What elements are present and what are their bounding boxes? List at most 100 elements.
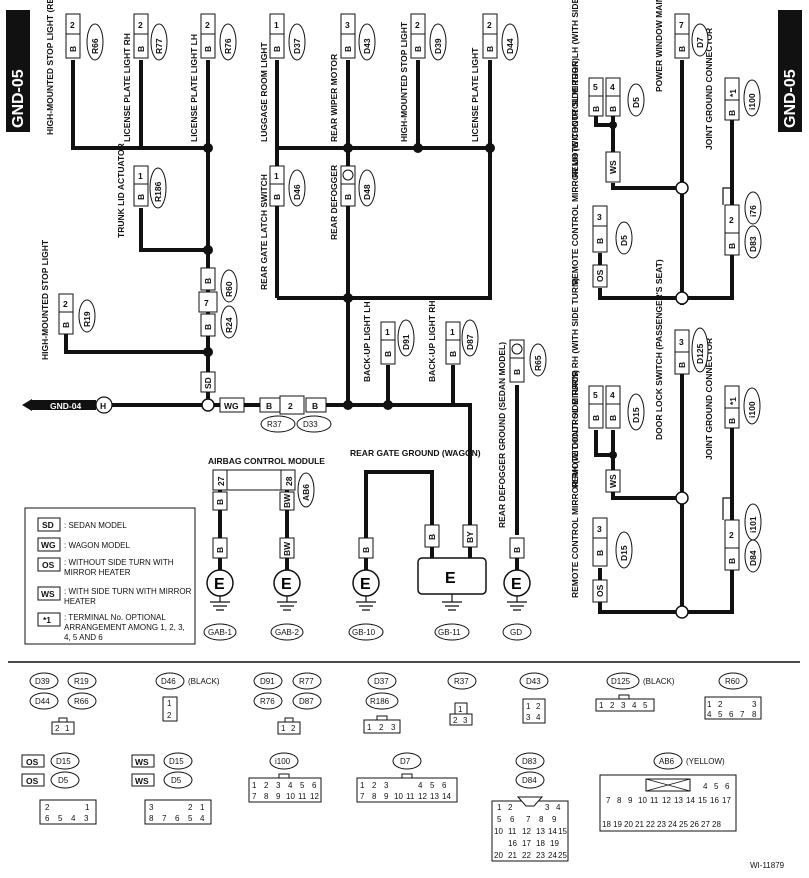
cv8-tag0: OS bbox=[26, 757, 39, 767]
cv12-id0: D83 bbox=[522, 757, 537, 766]
cv11-p5: 6 bbox=[442, 781, 447, 790]
tag-sd: SD bbox=[203, 377, 213, 389]
cv11-p6: 7 bbox=[360, 792, 365, 801]
side-tab-right-label: GND-05 bbox=[782, 69, 799, 128]
pin-d5-a: 5 bbox=[593, 82, 598, 92]
cv8-p2: 6 bbox=[45, 814, 50, 823]
wire-d91: B bbox=[383, 351, 393, 357]
cv12-p18: 19 bbox=[550, 839, 559, 848]
cv1-note: (BLACK) bbox=[188, 677, 220, 686]
gnd04-line: GND-04 H WG B 2 B bbox=[22, 395, 327, 415]
pin-d46: 1 bbox=[274, 171, 279, 181]
pin-d37: 1 bbox=[274, 20, 279, 30]
label-r76: LICENSE PLATE LIGHT LH bbox=[189, 34, 199, 142]
cv12-pins: 1 2 3 4 5 6 7 8 9 10 11 12 13 14 15 16 1… bbox=[494, 803, 567, 860]
cv11-p3: 4 bbox=[418, 781, 423, 790]
cv7-p4: 5 bbox=[718, 710, 723, 719]
rear-gate-ground-title: REAR GATE GROUND (WAGON) bbox=[350, 448, 481, 458]
cv8-p4: 4 bbox=[71, 814, 76, 823]
cv12-p16: 17 bbox=[522, 839, 531, 848]
tag-wg: WG bbox=[224, 401, 239, 411]
cv1-p1: 2 bbox=[167, 711, 172, 720]
cv12-p7: 8 bbox=[539, 815, 544, 824]
wire-gb11-b: BY bbox=[465, 531, 475, 543]
id-r66: R66 bbox=[90, 38, 100, 54]
cv6-p1: 2 bbox=[610, 701, 615, 710]
cv9-p6: 5 bbox=[188, 814, 193, 823]
label-d48: REAR DEFOGGER bbox=[329, 165, 339, 240]
cv12-p0: 1 bbox=[497, 803, 502, 812]
side-tab-left: GND-05 bbox=[6, 10, 30, 132]
id-d44: D44 bbox=[505, 38, 515, 54]
ground-e-gb11: E bbox=[445, 570, 456, 587]
wire-gab1: B bbox=[215, 547, 225, 553]
ground-e-gd: E bbox=[511, 576, 522, 593]
cv11-p11: 12 bbox=[418, 792, 427, 801]
cv8-id1: D5 bbox=[58, 776, 69, 785]
pin-d5-b: 4 bbox=[610, 82, 615, 92]
cv11-p0: 1 bbox=[360, 781, 365, 790]
cv1-id0: D46 bbox=[161, 677, 176, 686]
label-d15b: REMOTE CONTROL MIRROR RH (WITHOUT SIDE T… bbox=[570, 370, 580, 598]
cv8-id0: D15 bbox=[56, 757, 71, 766]
pin-d91: 1 bbox=[385, 327, 390, 337]
wire-d44: B bbox=[485, 46, 495, 52]
wires-airbag bbox=[218, 490, 289, 538]
pin-d84: B bbox=[727, 558, 737, 564]
cv11-p2: 3 bbox=[384, 781, 389, 790]
cv2-id2: R76 bbox=[260, 697, 275, 706]
id-r65: R65 bbox=[533, 355, 543, 371]
cv10-p2: 3 bbox=[276, 781, 281, 790]
cv13-p17: 21 bbox=[635, 820, 644, 829]
cv7-p0: 1 bbox=[707, 700, 712, 709]
id-d5b: D5 bbox=[619, 235, 629, 246]
cv7-id0: R60 bbox=[725, 677, 740, 686]
label-d46: REAR GATE LATCH SWITCH bbox=[259, 174, 269, 290]
from-marker: H bbox=[100, 401, 106, 411]
id-d39: D39 bbox=[433, 38, 443, 54]
cv11-p1: 2 bbox=[372, 781, 377, 790]
pin-r76: 2 bbox=[205, 20, 210, 30]
pin-r37: 2 bbox=[288, 401, 293, 411]
cv7-p2: 3 bbox=[752, 700, 757, 709]
cv0-p1: 1 bbox=[65, 724, 70, 733]
label-d5b: REMOTE CONTROL MIRROR LH (WITHOUT SIDE T… bbox=[570, 58, 580, 285]
cv13-p10: 14 bbox=[686, 796, 695, 805]
cv12-p13: 14 bbox=[548, 827, 557, 836]
cv0-id0: D39 bbox=[35, 677, 50, 686]
wire-gd: B bbox=[512, 547, 522, 553]
wire-ab6-28: BW bbox=[282, 493, 292, 508]
wire-d125: B bbox=[677, 362, 687, 368]
wire-d5-b: B bbox=[608, 106, 618, 112]
label-i100b: JOINT GROUND CONNECTOR bbox=[704, 338, 714, 460]
cv10-p1: 2 bbox=[264, 781, 269, 790]
cv9-p7: 4 bbox=[200, 814, 205, 823]
cv7-p6: 7 bbox=[740, 710, 745, 719]
junction-dots bbox=[203, 121, 689, 619]
cv9-p1: 2 bbox=[188, 803, 193, 812]
pin-d5b: 3 bbox=[597, 212, 602, 222]
cv13-p6: 10 bbox=[638, 796, 647, 805]
wire-d15-b: B bbox=[608, 415, 618, 421]
legend-ws-key: WS bbox=[41, 589, 55, 599]
cv6-note: (BLACK) bbox=[643, 677, 675, 686]
cv13-p3: 7 bbox=[606, 796, 611, 805]
tag-ws-lower: WS bbox=[608, 474, 618, 488]
label-d43: REAR WIPER MOTOR bbox=[329, 54, 339, 142]
id-d46: D46 bbox=[292, 184, 302, 200]
wire-d5-a: B bbox=[591, 106, 601, 112]
wire-d37: B bbox=[272, 46, 282, 52]
label-r186: TRUNK LID ACTUATOR bbox=[116, 143, 126, 238]
cv8-p1: 1 bbox=[85, 803, 90, 812]
cv0-id2: D44 bbox=[35, 697, 50, 706]
id-r24: R24 bbox=[224, 317, 234, 333]
ground-gb10: GB-10 bbox=[352, 628, 376, 637]
cv13-p7: 11 bbox=[650, 796, 659, 805]
id-d91: D91 bbox=[401, 334, 411, 350]
cv7-p1: 2 bbox=[718, 700, 723, 709]
wire-r24: B bbox=[203, 324, 213, 330]
cv12-p8: 9 bbox=[552, 815, 557, 824]
cv10-p10: 11 bbox=[298, 792, 307, 801]
tag-ws-upper: WS bbox=[608, 160, 618, 174]
label-d37: LUGGAGE ROOM LIGHT bbox=[259, 42, 269, 142]
